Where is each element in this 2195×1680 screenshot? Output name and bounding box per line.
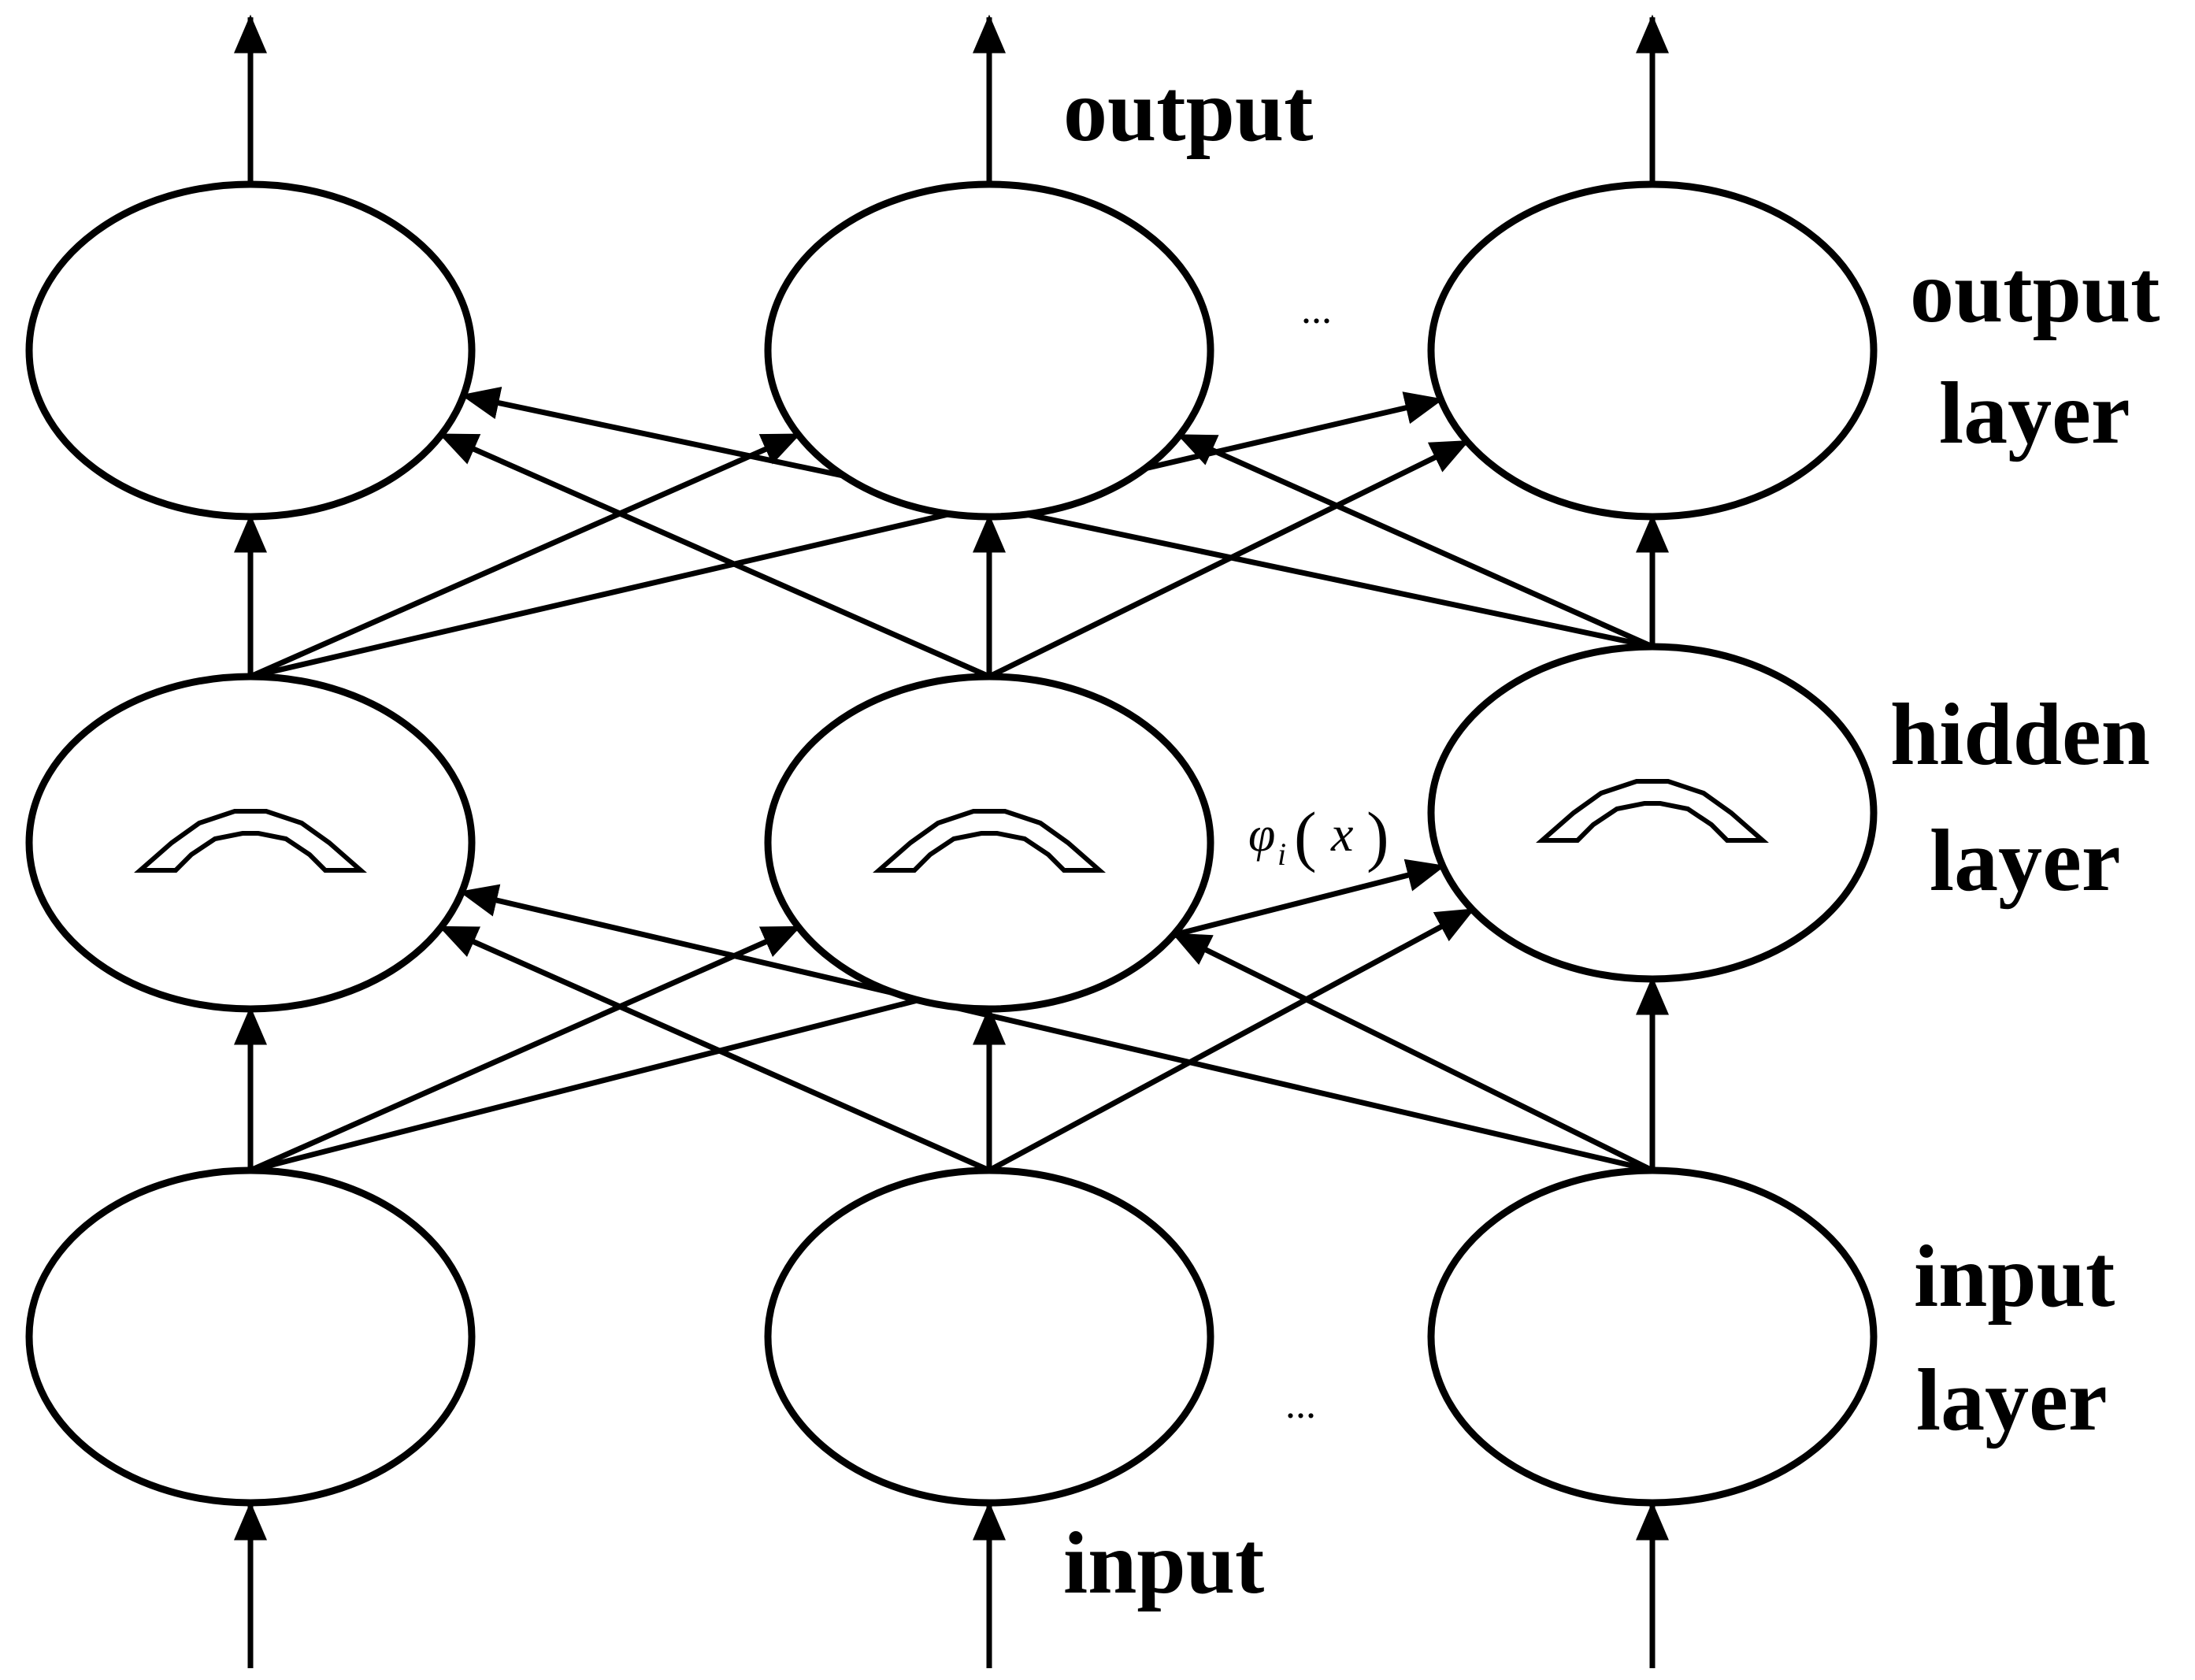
connection-arrows	[234, 14, 1669, 1668]
formula-variable: x	[1330, 806, 1353, 862]
edge-hidden-to-output-3-1	[461, 386, 1653, 650]
ellipsis-output-layer: ...	[1301, 287, 1332, 332]
formula-open-paren: (	[1294, 798, 1317, 873]
ellipsis-input-layer: ...	[1285, 1382, 1316, 1427]
output-layer-label-line2: layer	[1939, 365, 2130, 462]
edge-input-to-hidden-1-2	[249, 925, 802, 1174]
basis-function-formula: φ i ( x )	[1248, 798, 1389, 873]
network-nodes	[25, 180, 1878, 1507]
output-layer-label-line1: output	[1910, 243, 2160, 341]
edge-input-to-hidden-2-3	[988, 907, 1475, 1174]
hidden-layer-label-line1: hidden	[1890, 686, 2150, 784]
rbf-bump-icon-3	[1536, 779, 1769, 843]
input-layer-label-line1: input	[1914, 1228, 2115, 1326]
hidden-node-3	[1427, 643, 1878, 983]
edge-input-to-hidden-2-1	[438, 925, 991, 1174]
input-node-1	[25, 1166, 476, 1507]
edge-input-to-hidden-3-1	[458, 884, 1653, 1174]
hidden-node-2	[764, 673, 1214, 1013]
input-layer-label-line2: layer	[1916, 1352, 2108, 1449]
edge-input-to-hidden-1-3	[250, 859, 1446, 1174]
output-node-2	[764, 180, 1214, 521]
hidden-layer-label-line2: layer	[1930, 812, 2121, 910]
input-node-3	[1427, 1166, 1878, 1507]
output-node-3	[1427, 180, 1878, 521]
edge-hidden-to-output-2-1	[439, 432, 991, 680]
edge-input-to-hidden-3-2	[1171, 931, 1654, 1174]
hidden-node-1	[25, 673, 476, 1013]
output-node-1	[25, 180, 476, 521]
formula-subscript: i	[1277, 836, 1286, 872]
rbf-bump-icon-1	[134, 809, 367, 873]
edge-hidden-to-output-3-2	[1177, 432, 1654, 650]
formula-close-paren: )	[1366, 798, 1389, 873]
edge-hidden-to-output-1-3	[250, 391, 1444, 680]
edge-hidden-to-output-1-2	[249, 432, 801, 680]
formula-symbol: φ	[1248, 808, 1275, 862]
rbf-bump-icon-2	[873, 809, 1106, 873]
input-node-2	[764, 1166, 1214, 1507]
input-arrow-label: input	[1063, 1515, 1264, 1612]
output-arrow-label: output	[1063, 62, 1313, 160]
